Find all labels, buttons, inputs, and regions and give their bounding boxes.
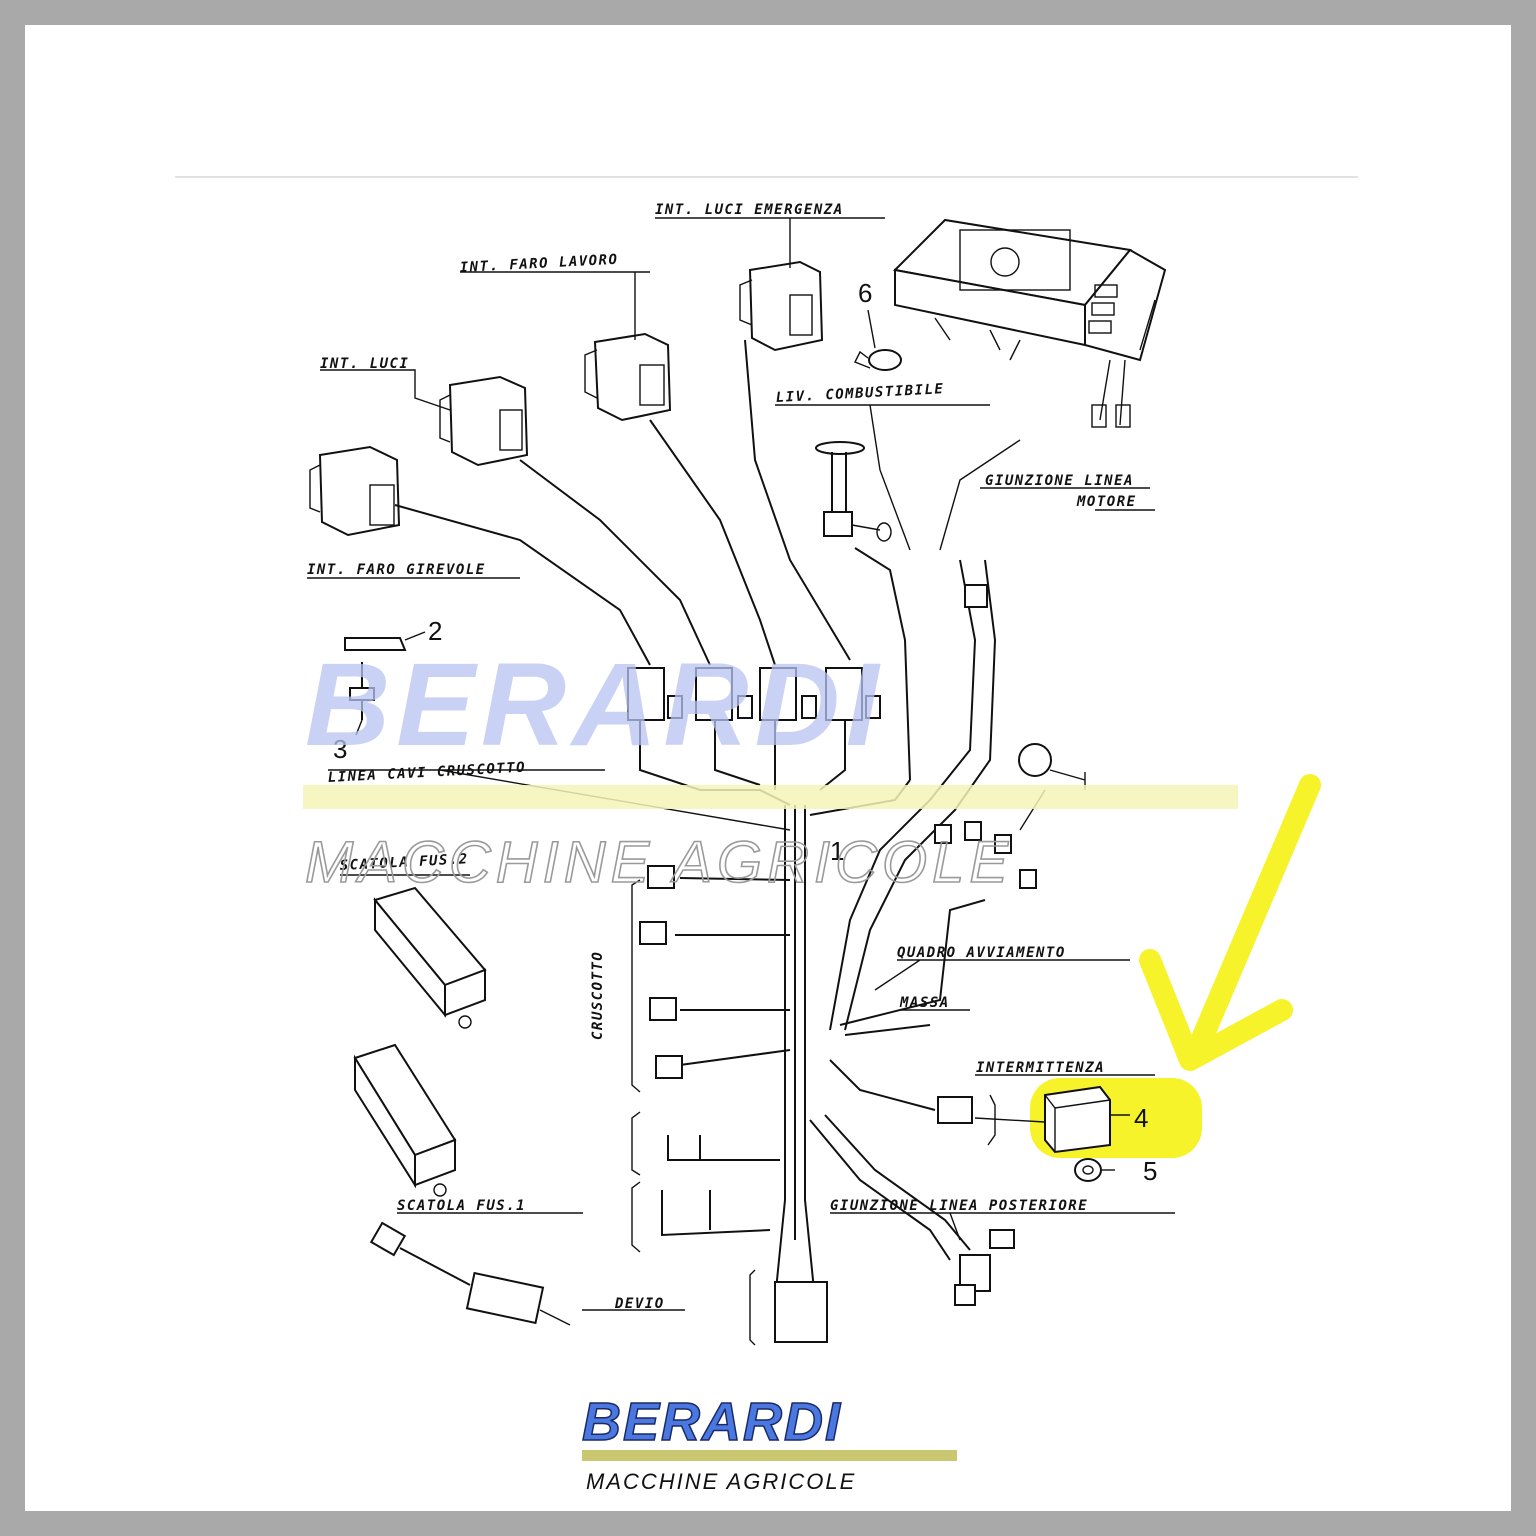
switch-faro-lavoro xyxy=(584,332,672,422)
logo-subtitle: MACCHINE AGRICOLE xyxy=(586,1469,856,1494)
part-number-5: 5 xyxy=(1143,1156,1157,1186)
label-int-luci-emergenza: INT. LUCI EMERGENZA xyxy=(655,202,844,218)
part-6-sensor xyxy=(854,309,902,371)
fuse-box-2 xyxy=(373,886,487,1029)
leader-lines xyxy=(307,217,1175,1311)
part-3-screw xyxy=(349,662,375,736)
yellow-arrow-icon xyxy=(1139,774,1321,1071)
watermark-subtitle: MACCHINE AGRICOLE xyxy=(305,830,1013,895)
fuse-box-1 xyxy=(353,1043,457,1197)
label-liv-combustibile: LIV. COMBUSTIBILE xyxy=(775,381,944,406)
main-harness xyxy=(639,559,997,1343)
switch-faro-girevole xyxy=(309,445,401,537)
label-motore: MOTORE xyxy=(1076,494,1137,510)
logo-stripe xyxy=(582,1450,957,1461)
label-scatola-fus1: SCATOLA FUS.1 xyxy=(397,1198,526,1214)
label-cruscotto: CRUSCOTTO xyxy=(590,951,606,1040)
label-intermittenza: INTERMITTENZA xyxy=(976,1060,1105,1076)
rear-junction-connector xyxy=(954,1229,1015,1306)
label-giunzione-linea-posteriore: GIUNZIONE LINEA POSTERIORE xyxy=(830,1198,1088,1214)
switch-luci xyxy=(439,375,529,467)
part-number-3: 3 xyxy=(333,734,347,764)
part-2-clip xyxy=(344,631,426,651)
dashboard-panel xyxy=(892,218,1167,428)
label-quadro-avviamento: QUADRO AVVIAMENTO xyxy=(897,945,1066,961)
top-divider xyxy=(175,176,1358,178)
berardi-logo: BERARDI MACCHINE AGRICOLE xyxy=(581,1391,957,1494)
ignition-switch xyxy=(934,743,1086,889)
part-number-4: 4 xyxy=(1134,1103,1148,1133)
intermittenza-relay xyxy=(974,1085,1130,1154)
switch-wires xyxy=(394,339,911,781)
watermark-brand: BERARDI xyxy=(305,639,885,771)
label-devio: DEVIO xyxy=(614,1296,665,1312)
part-5-nut xyxy=(1074,1158,1115,1182)
label-int-faro-girevole: INT. FARO GIREVOLE xyxy=(307,562,486,578)
label-scatola-fus2: SCATOLA FUS.2 xyxy=(339,851,469,874)
part-number-6: 6 xyxy=(858,278,872,308)
dashboard-connectors xyxy=(627,667,881,721)
logo-brand: BERARDI xyxy=(582,1392,842,1452)
watermark: BERARDI MACCHINE AGRICOLE xyxy=(303,639,1238,896)
devio-switch xyxy=(369,1221,571,1326)
label-massa: MASSA xyxy=(899,995,950,1011)
part-number-1: 1 xyxy=(830,836,844,866)
braces xyxy=(631,879,996,1346)
fuel-level-sender xyxy=(815,441,892,542)
switch-luci-emergenza xyxy=(739,260,824,352)
label-int-luci: INT. LUCI xyxy=(320,356,409,372)
label-giunzione-linea: GIUNZIONE LINEA xyxy=(985,473,1134,489)
watermark-stripe xyxy=(303,785,1238,809)
part-number-2: 2 xyxy=(428,616,442,646)
